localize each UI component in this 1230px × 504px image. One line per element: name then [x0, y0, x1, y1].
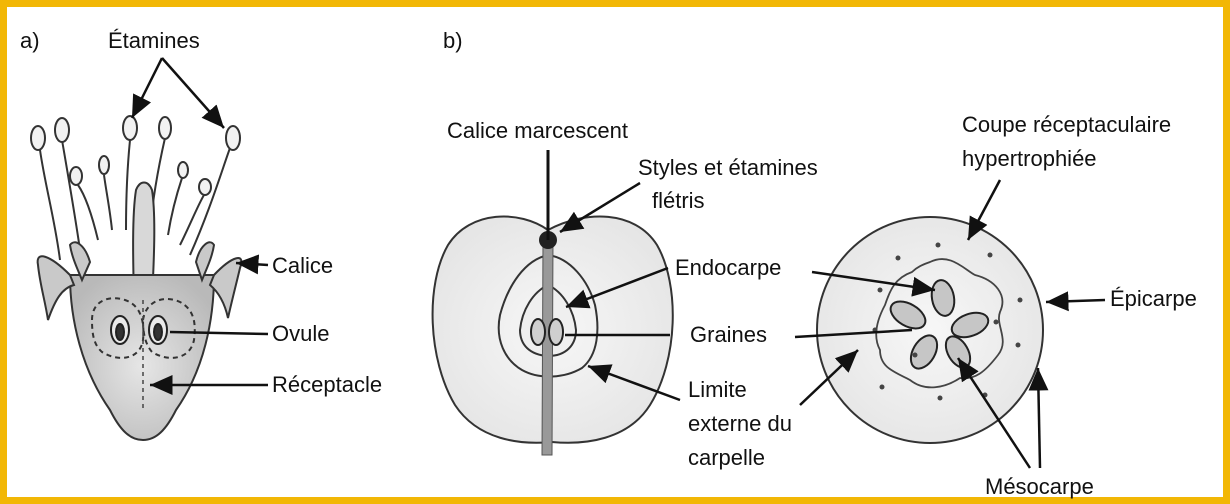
label-receptacle: Réceptacle [272, 372, 382, 398]
epicarp-outline [817, 217, 1043, 443]
apple-longitudinal-section [433, 150, 673, 455]
label-styles-etamines-line2: flétris [652, 188, 705, 214]
label-coupe-line1: Coupe réceptaculaire [962, 112, 1171, 138]
panel-a-letter: a) [20, 28, 40, 54]
apple-transverse-section [817, 217, 1043, 443]
label-etamines: Étamines [108, 28, 200, 54]
label-graines: Graines [690, 322, 767, 348]
flower-longitudinal-section [31, 116, 241, 440]
label-endocarpe: Endocarpe [675, 255, 781, 281]
label-ovule: Ovule [272, 321, 329, 347]
panel-b-letter: b) [443, 28, 463, 54]
label-epicarpe: Épicarpe [1110, 286, 1197, 312]
label-mesocarpe: Mésocarpe [985, 474, 1094, 500]
label-styles-etamines-line1: Styles et étamines [638, 155, 818, 181]
label-calice-marcescent: Calice marcescent [447, 118, 628, 144]
label-limite-line2: externe du [688, 411, 792, 437]
receptacle [70, 275, 214, 440]
label-limite-line1: Limite [688, 377, 747, 403]
stalk-core [542, 240, 553, 455]
label-coupe-line2: hypertrophiée [962, 146, 1097, 172]
label-calice: Calice [272, 253, 333, 279]
label-limite-line3: carpelle [688, 445, 765, 471]
